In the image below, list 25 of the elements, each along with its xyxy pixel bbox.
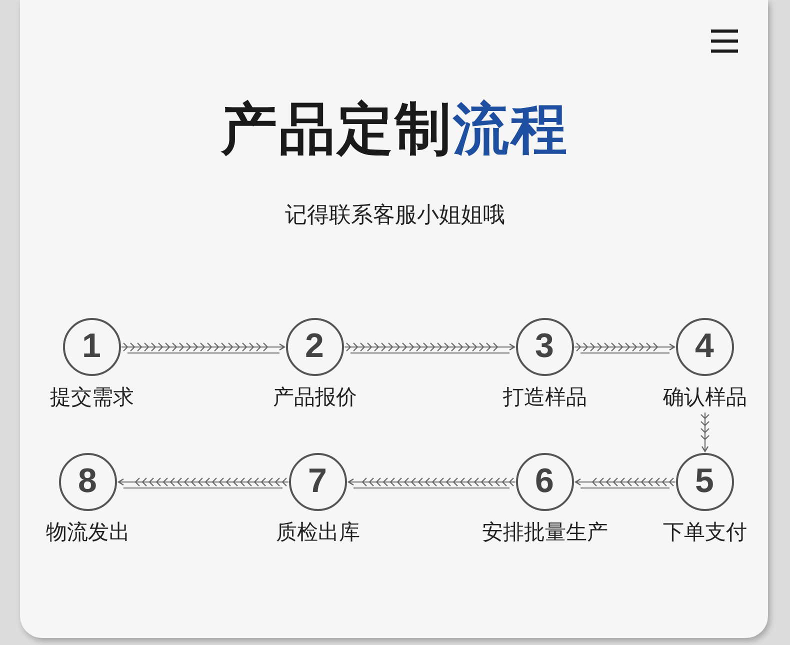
chevron-arrow [574,477,676,489]
subtitle: 记得联系客服小姐姐哦 [285,202,505,230]
step-number: 3 [535,327,554,366]
step-label: 提交需求 [50,384,134,411]
step-label: 安排批量生产 [482,519,608,546]
chevron-arrow [700,412,710,452]
step-number: 2 [305,327,324,366]
step-number: 6 [535,462,554,501]
chevron-arrow [118,477,290,489]
step-label: 确认样品 [663,384,747,411]
step-label: 打造样品 [503,384,587,411]
step-number: 7 [308,462,327,501]
step-label: 下单支付 [663,519,747,546]
step-label: 产品报价 [273,384,357,411]
step-number: 4 [695,327,714,366]
chevron-arrow [344,342,516,354]
step-number: 1 [82,327,101,366]
step-label: 质检出库 [276,519,360,546]
chevron-arrow [120,342,286,354]
chevron-arrow [574,342,676,354]
title: 产品定制流程 [220,96,570,164]
step-label: 物流发出 [46,519,130,546]
step-number: 8 [78,462,97,501]
step-number: 5 [695,462,714,501]
chevron-arrow [348,477,516,489]
